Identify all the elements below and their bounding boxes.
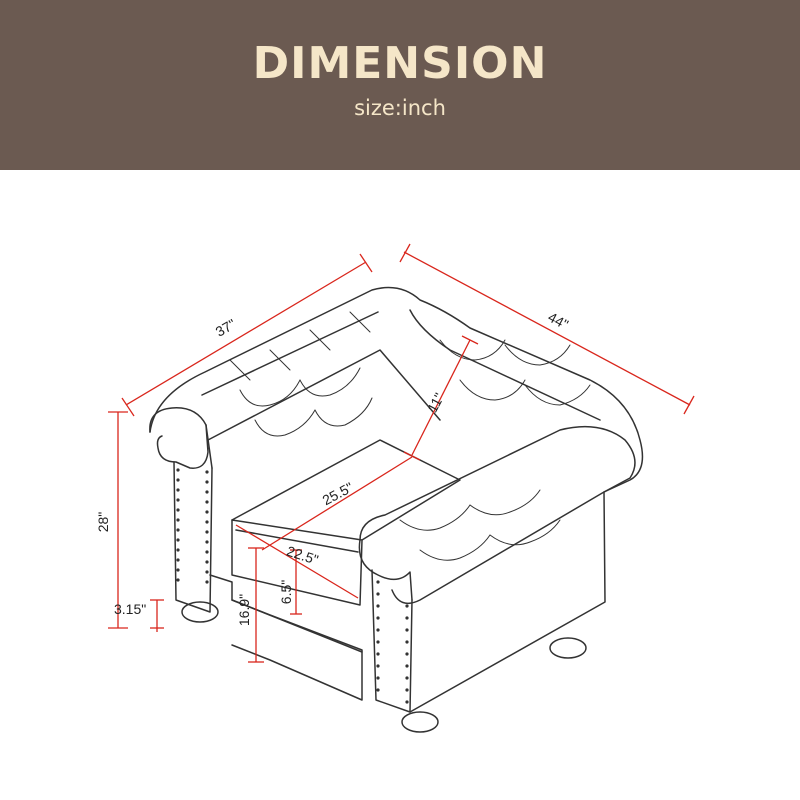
back-inner-line [201,311,379,396]
right-arm-front-face [371,569,413,713]
left-arm-scroll [149,407,209,469]
label-cushion-thickness: 6.5" [278,580,294,604]
label-back-height: 11" [424,390,447,415]
page-title: DIMENSION [252,38,548,89]
left-arm-front-face [173,461,213,613]
label-overall-width: 44" [546,309,572,333]
dim-line-25-5 [261,456,413,551]
seat-cushion-edge [235,529,359,553]
left-arm-inner-roll [205,424,213,469]
dim-line-37 [125,261,367,406]
dim-line-22-5 [235,524,359,599]
label-overall-depth: 37" [213,316,239,340]
arm-tufting [399,489,561,561]
dimension-lines [108,243,695,663]
dim-line-11 [411,339,471,456]
nailhead-trim [176,468,409,704]
sofa-drawing [149,286,644,733]
back-tufting [229,311,591,437]
leg-front-right [401,711,439,733]
right-arm-side [409,491,606,713]
header-banner: DIMENSION size:inch [0,0,800,170]
right-arm-scroll [358,539,413,601]
back-lower-edge [207,349,441,441]
seat-cushion-front [231,519,363,606]
base-lower-line [231,599,363,653]
leg-back-right [549,637,587,659]
back-top-roll [149,286,644,493]
leg-front-left [181,601,219,623]
label-leg-height: 3.15" [114,601,146,617]
label-overall-height: 28" [95,512,111,533]
label-seat-depth: 22.5" [285,543,321,568]
unit-subtitle: size:inch [354,96,446,120]
dim-line-44 [403,251,691,406]
label-seat-height: 16.9" [236,594,252,626]
